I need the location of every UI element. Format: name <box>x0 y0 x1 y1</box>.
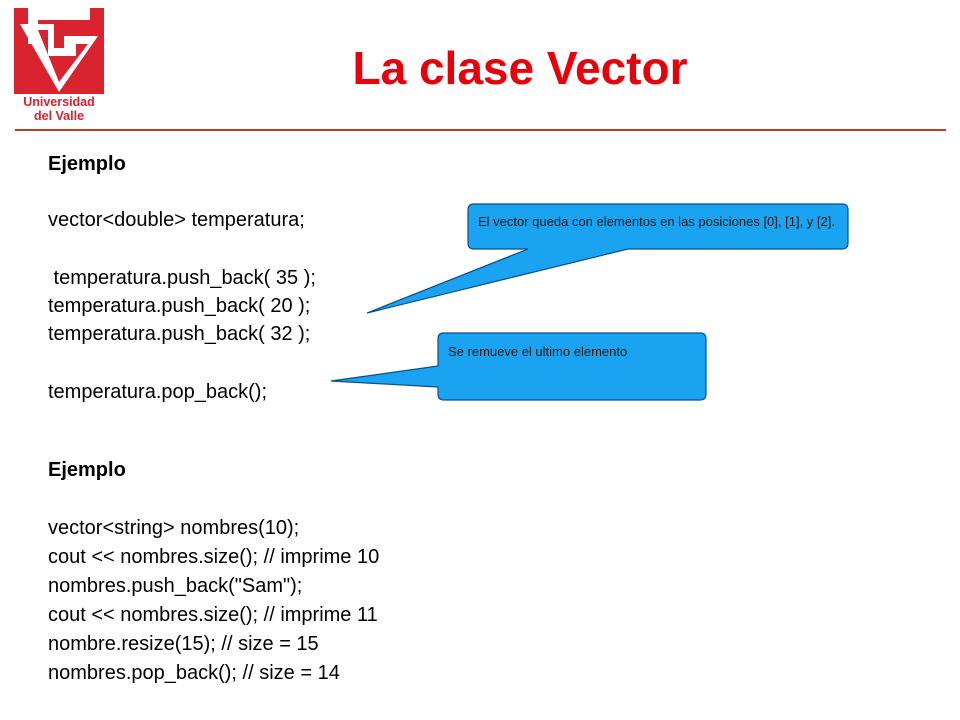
logo-line-2: del Valle <box>33 109 85 123</box>
logo-line-1: Universidad <box>23 95 95 109</box>
code-line: temperatura.pop_back(); <box>48 381 268 403</box>
code-line: nombre.resize(15); // size = 15 <box>48 633 319 655</box>
code-line: temperatura.push_back( 20 ); <box>48 295 311 317</box>
title-divider <box>15 129 946 131</box>
university-logo: Universidad del Valle <box>14 8 104 126</box>
code-line: cout << nombres.size(); // imprime 11 <box>48 604 378 626</box>
code-line: cout << nombres.size(); // imprime 10 <box>48 546 380 568</box>
code-line: nombres.push_back("Sam"); <box>48 575 303 597</box>
logo-emblem-icon <box>14 8 104 94</box>
code-line: temperatura.push_back( 32 ); <box>48 323 311 345</box>
callout-2-shape <box>330 332 707 401</box>
slide-title: La clase Vector <box>352 42 688 94</box>
section1-heading: Ejemplo <box>48 153 126 175</box>
callout-1-text: El vector queda con elementos en las pos… <box>478 214 835 229</box>
code-line: vector<string> nombres(10); <box>48 517 300 539</box>
code-line: nombres.pop_back(); // size = 14 <box>48 662 340 684</box>
code-line: temperatura.push_back( 35 ); <box>48 267 316 289</box>
code-line: vector<double> temperatura; <box>48 209 305 231</box>
callout-2-text: Se remueve el ultimo elemento <box>448 344 628 359</box>
callout-1-shape <box>366 203 849 314</box>
section2-heading: Ejemplo <box>48 459 126 481</box>
